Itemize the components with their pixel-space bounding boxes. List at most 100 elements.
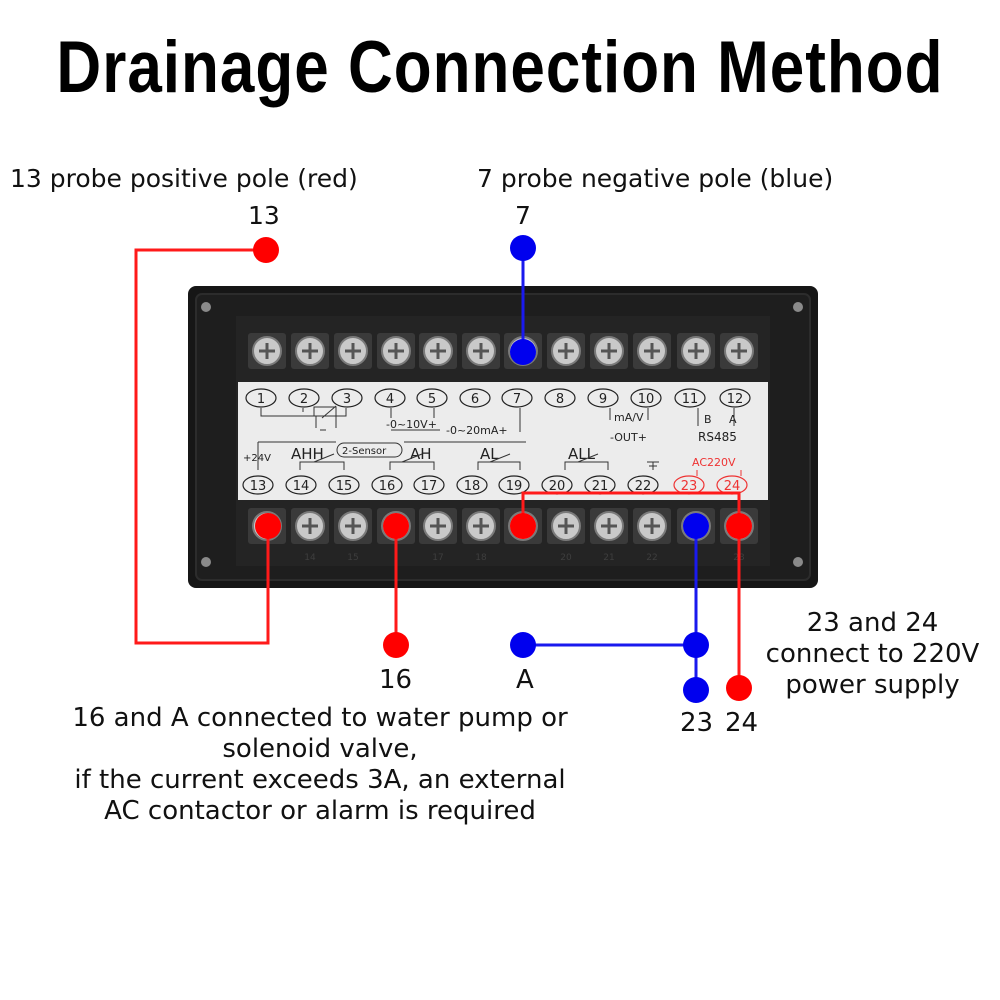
screw-corner-icon [793, 557, 803, 567]
plate-sensor-box [336, 442, 403, 458]
plate-0-20ma-label: -0~20mA+ [446, 424, 508, 437]
plate-top-number: 10 [638, 392, 655, 407]
pump-note-line: AC contactor or alarm is required [104, 796, 536, 826]
terminal-23-label: 23 [680, 708, 714, 738]
plate-bottom-number: 15 [336, 479, 353, 494]
plate-bottom-number-ring [413, 475, 445, 495]
output-a-dot [510, 632, 536, 658]
under-terminal-number: 20 [560, 553, 572, 563]
terminal-24-dot [726, 513, 752, 539]
under-terminal-number: 18 [475, 553, 487, 563]
junction-dot [683, 632, 709, 658]
plate-rs485-label: RS485 [698, 430, 737, 444]
terminal-7-label: 7 [515, 201, 531, 230]
plate-all-label: ALL [568, 445, 596, 463]
plate-mav-label: mA/V [614, 411, 644, 424]
plate-out-label: -OUT+ [610, 431, 647, 444]
plate-top-number-ring [587, 388, 619, 408]
blue-wires [521, 248, 698, 690]
terminal-23-dot [683, 513, 709, 539]
plate-bottom-number-ring [285, 475, 317, 495]
plate-top-number: 6 [471, 392, 479, 407]
power-note-line: connect to 220V [765, 639, 980, 669]
plate-top-number: 3 [343, 392, 351, 407]
plate-bottom-number-ring [456, 475, 488, 495]
under-terminal-number: 15 [347, 553, 358, 563]
under-terminal-number: 21 [603, 553, 614, 563]
plate-bottom-number: 22 [635, 479, 652, 494]
probe-positive-label: 13 probe positive pole (red) [10, 164, 358, 193]
plate-bottom-number: 18 [464, 479, 481, 494]
pump-note: 16 and A connected to water pump or sole… [20, 703, 620, 827]
under-terminal-number: 17 [432, 553, 443, 563]
plate-bottom-number: 23 [681, 479, 698, 494]
screw-corner-icon [201, 302, 211, 312]
plate-bottom-number: 24 [724, 479, 741, 494]
probe-positive-dot [253, 237, 279, 263]
plate-0-10v-label: -0~10V+ [386, 418, 437, 431]
plate-top-number-ring [416, 388, 448, 408]
power-note-line: 23 and 24 [806, 608, 939, 638]
plate-bottom-number: 21 [592, 479, 609, 494]
plate-top-number-ring [719, 388, 751, 408]
plate-ac-lines [696, 470, 742, 476]
terminal-16-label: 16 [379, 665, 413, 695]
plate-a-label: A [729, 413, 737, 426]
plate-top-number: 4 [386, 392, 394, 407]
plate-top-number-ring [288, 388, 320, 408]
red-wires [134, 248, 741, 688]
plate-bottom-number-ring [328, 475, 360, 495]
plate-top-number-ring [374, 388, 406, 408]
plate-al-label: AL [480, 445, 499, 463]
plate-ac220v-label: AC220V [692, 456, 736, 469]
plate-top-number-ring [630, 388, 662, 408]
pump-note-line: solenoid valve, [222, 734, 418, 764]
plate-bottom-number-ring [242, 475, 274, 495]
plate-bottom-number-ring [498, 475, 530, 495]
terminal-24-label: 24 [725, 708, 759, 738]
plate-schematic-lines [257, 405, 735, 470]
plate-top-number: 12 [727, 392, 744, 407]
plate-top-number-ring [331, 388, 363, 408]
plate-top-number: 8 [556, 392, 564, 407]
plate-24v-label: +24V [243, 453, 271, 464]
plate-top-number: 9 [599, 392, 607, 407]
terminal-a-label: A [516, 665, 534, 695]
screw-corner-icon [793, 302, 803, 312]
terminal-16-dot [383, 513, 409, 539]
plate-bottom-number: 13 [250, 479, 267, 494]
plate-top-number-ring [459, 388, 491, 408]
power-24-dot [726, 675, 752, 701]
power-supply-note: 23 and 24 connect to 220V power supply [750, 608, 995, 701]
plate-top-number-ring [674, 388, 706, 408]
power-note-line: power supply [785, 670, 960, 700]
plate-top-number-ring [544, 388, 576, 408]
plate-bottom-number: 20 [549, 479, 566, 494]
plate-sensor-label: 2-Sensor [342, 446, 387, 457]
plate-top-number: 2 [300, 392, 308, 407]
terminal-13-label: 13 [248, 201, 280, 230]
plate-ahh-label: AHH [291, 445, 324, 463]
plate-bottom-number: 14 [293, 479, 310, 494]
plate-bottom-number: 17 [421, 479, 438, 494]
terminal-13-dot [255, 513, 281, 539]
power-23-dot [683, 677, 709, 703]
terminal-7-dot [510, 339, 536, 365]
plate-b-label: B [704, 413, 712, 426]
page-title: Drainage Connection Method [56, 27, 944, 109]
plate-top-number: 5 [428, 392, 436, 407]
plate-top-number: 7 [513, 392, 521, 407]
plate-top-number-ring [245, 388, 277, 408]
plate-bottom-number: 19 [506, 479, 523, 494]
probe-negative-dot [510, 235, 536, 261]
plate-top-number: 1 [257, 392, 265, 407]
under-terminal-number: 22 [646, 553, 657, 563]
terminal-19-dot [510, 513, 536, 539]
plate-top-number: 11 [682, 392, 699, 407]
pump-note-line: if the current exceeds 3A, an external [74, 765, 566, 795]
plate-top-number-ring [501, 388, 533, 408]
under-terminal-number: 14 [304, 553, 316, 563]
